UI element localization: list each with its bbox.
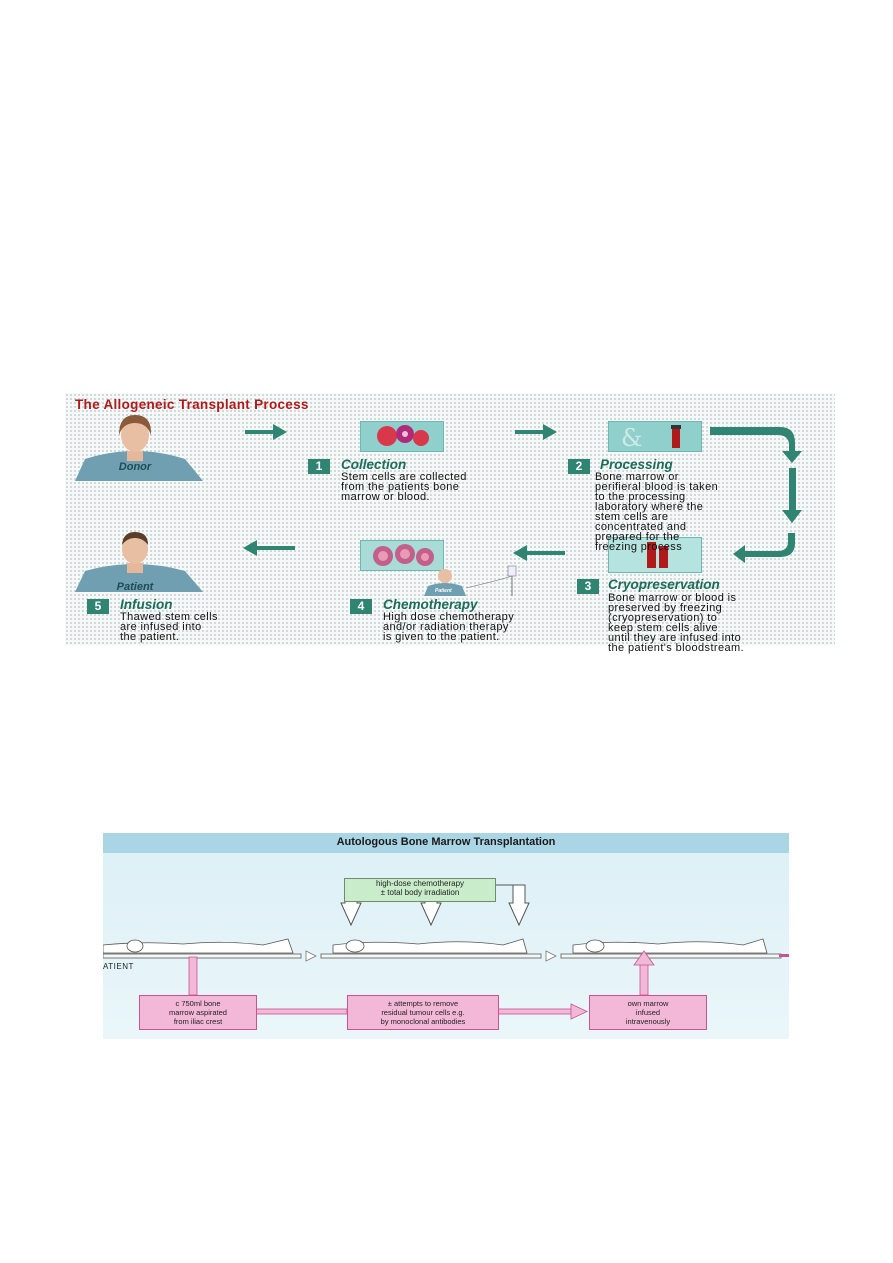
step-number-1: 1 [308,459,330,474]
step-number-3: 3 [577,579,599,594]
chemotherapy-box: high-dose chemotherapy ± total body irra… [344,878,496,902]
desc-line: freezing process [595,542,775,552]
box-line: by monoclonal antibodies [348,1017,498,1026]
box-line: residual tumour cells e.g. [348,1008,498,1017]
box-line: infused [590,1008,706,1017]
desc-line: the patient. [120,632,280,642]
box-line: ± attempts to remove [348,999,498,1008]
step-desc-collection: Stem cells are collected from the patien… [341,472,541,502]
step-desc-cryopreservation: Bone marrow or blood is preserved by fre… [608,593,833,653]
step-number-2: 2 [568,459,590,474]
marrow-infusion-box: own marrow infused intravenously [589,995,707,1030]
box-line: marrow aspirated [140,1008,256,1017]
bone-marrow-aspiration-box: c 750ml bone marrow aspirated from iliac… [139,995,257,1030]
step-number-4: 4 [350,599,372,614]
step-desc-chemotherapy: High dose chemotherapy and/or radiation … [383,612,583,642]
allogeneic-figure: The Allogeneic Transplant Process Donor … [65,393,835,646]
step-title-collection: Collection [341,457,406,472]
step-title-chemotherapy: Chemotherapy [383,597,478,612]
desc-line: marrow or blood. [341,492,541,502]
box-line: c 750ml bone [140,999,256,1008]
autologous-figure: Autologous Bone Marrow Transplantation [103,833,789,1039]
step-desc-processing: Bone marrow or perifieral blood is taken… [595,472,775,552]
patient-label: ATIENT [103,962,134,971]
step-title-processing: Processing [600,457,673,472]
tumour-removal-box: ± attempts to remove residual tumour cel… [347,995,499,1030]
desc-line: is given to the patient. [383,632,583,642]
step-title-infusion: Infusion [120,597,173,612]
step-desc-infusion: Thawed stem cells are infused into the p… [120,612,280,642]
desc-line: the patient's bloodstream. [608,643,833,653]
box-line: own marrow [590,999,706,1008]
step-number-5: 5 [87,599,109,614]
box-line: from iliac crest [140,1017,256,1026]
step-title-cryopreservation: Cryopreservation [608,577,720,592]
box-line: high-dose chemotherapy [345,879,495,888]
box-line: ± total body irradiation [345,888,495,897]
box-line: intravenously [590,1017,706,1026]
